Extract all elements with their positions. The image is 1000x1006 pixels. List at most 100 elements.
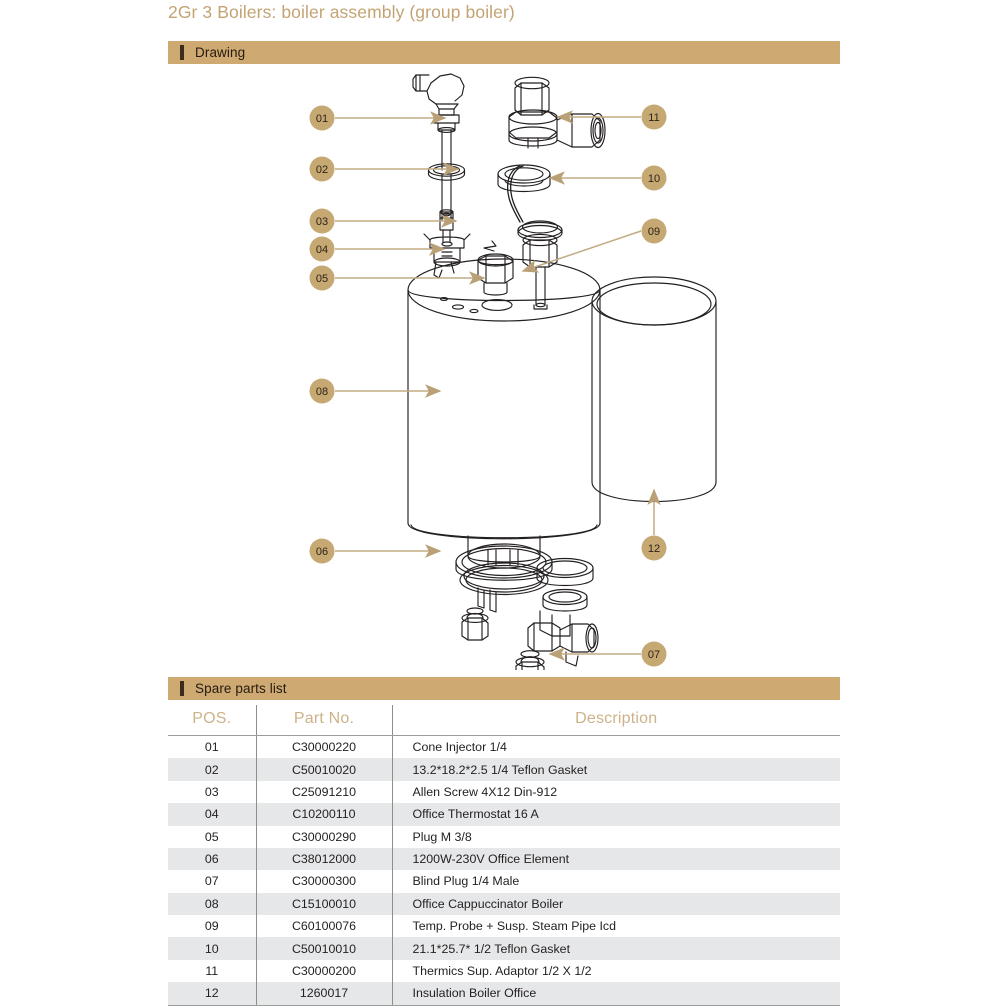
callout-10: 10 bbox=[548, 165, 667, 191]
callout-label: 10 bbox=[648, 173, 660, 185]
callout-bubble bbox=[641, 165, 667, 191]
cell-pos: 08 bbox=[168, 892, 257, 915]
cell-part-no: C30000300 bbox=[256, 870, 393, 893]
cell-part-no: C25091210 bbox=[256, 780, 393, 804]
callout-label: 01 bbox=[316, 113, 328, 125]
callout-label: 09 bbox=[648, 226, 660, 238]
callout-group: 01 02 03 04 05 06 07 08 09 10 11 12 bbox=[309, 104, 667, 667]
callout-label: 04 bbox=[316, 244, 328, 256]
cell-description: Allen Screw 4X12 Din-912 bbox=[412, 784, 558, 799]
boiler-line-art bbox=[407, 73, 717, 670]
callout-bubble bbox=[641, 641, 667, 667]
cell-pos: 11 bbox=[168, 959, 257, 983]
cell-pos: 12 bbox=[168, 982, 257, 1006]
table-header: POS. Part No. Description bbox=[168, 705, 840, 736]
callout-label: 06 bbox=[316, 546, 328, 558]
drawing-section-label: Drawing bbox=[195, 45, 246, 60]
cell-description: 21.1*25.7* 1/2 Teflon Gasket bbox=[392, 937, 840, 960]
callout-bubble bbox=[309, 105, 335, 131]
callout-bubble bbox=[641, 535, 667, 561]
cell-pos: 06 bbox=[168, 847, 257, 871]
callout-02: 02 bbox=[309, 156, 460, 182]
cell-pos: 07 bbox=[168, 870, 257, 893]
cell-description: Office Cappuccinator Boiler bbox=[392, 892, 840, 915]
exploded-drawing: 01 02 03 04 05 06 07 08 09 10 11 12 bbox=[168, 70, 840, 670]
parts-section-header: Spare parts list bbox=[168, 677, 840, 700]
callout-label: 11 bbox=[648, 112, 659, 124]
cell-pos: 03 bbox=[168, 780, 257, 804]
callout-07: 07 bbox=[548, 641, 667, 667]
callout-01: 01 bbox=[309, 105, 447, 131]
cell-part-no: C15100010 bbox=[256, 892, 393, 915]
cell-description: Thermics Sup. Adaptor 1/2 X 1/2 bbox=[412, 963, 592, 978]
callout-label: 07 bbox=[648, 649, 660, 661]
cell-description: Blind Plug 1/4 Male bbox=[412, 874, 520, 889]
callout-11: 11 bbox=[556, 104, 667, 130]
callout-bubble bbox=[309, 208, 335, 234]
cell-pos: 05 bbox=[168, 825, 257, 848]
callout-bubble bbox=[309, 538, 335, 564]
parts-section-label: Spare parts list bbox=[195, 681, 287, 696]
cell-part-no: C30000220 bbox=[256, 735, 393, 759]
cell-description: Cone Injector 1/4 bbox=[412, 740, 507, 755]
cell-part-no: C30000290 bbox=[256, 825, 393, 848]
cell-pos: 04 bbox=[168, 803, 257, 826]
cell-pos: 09 bbox=[168, 915, 257, 938]
callout-label: 05 bbox=[316, 273, 328, 285]
cell-description: Temp. Probe + Susp. Steam Pipe Icd bbox=[412, 919, 617, 934]
callout-bubble bbox=[309, 236, 335, 262]
cell-description: 1200W-230V Office Element bbox=[392, 847, 840, 871]
page-title: 2Gr 3 Boilers: boiler assembly (group bo… bbox=[168, 2, 515, 22]
callout-bubble bbox=[641, 218, 667, 244]
callout-09: 09 bbox=[521, 218, 667, 273]
callout-bubble bbox=[309, 378, 335, 404]
callout-label: 02 bbox=[316, 164, 328, 176]
cell-pos: 01 bbox=[168, 735, 257, 759]
callout-05: 05 bbox=[309, 265, 486, 291]
cell-description: Insulation Boiler Office bbox=[392, 982, 840, 1006]
section-tick-icon bbox=[180, 45, 184, 60]
cell-description: 13.2*18.2*2.5 1/4 Teflon Gasket bbox=[392, 758, 840, 781]
cell-part-no: C30000200 bbox=[256, 959, 393, 983]
cell-description: Office Thermostat 16 A bbox=[392, 803, 840, 826]
cell-pos: 02 bbox=[168, 758, 257, 781]
cell-part-no: 1260017 bbox=[256, 982, 393, 1006]
cell-part-no: C10200110 bbox=[256, 803, 393, 826]
callout-label: 03 bbox=[316, 216, 328, 228]
cell-part-no: C50010020 bbox=[256, 758, 393, 781]
callout-label: 08 bbox=[316, 386, 328, 398]
cell-pos: 10 bbox=[168, 937, 257, 960]
callout-03: 03 bbox=[309, 208, 458, 234]
cell-part-no: C38012000 bbox=[256, 847, 393, 871]
cell-part-no: C50010010 bbox=[256, 937, 393, 960]
cell-description: Plug M 3/8 bbox=[412, 829, 472, 844]
callout-04: 04 bbox=[309, 236, 446, 262]
table-header-row: POS. Part No. Description bbox=[168, 705, 840, 736]
section-tick-icon bbox=[180, 681, 184, 696]
drawing-section-header: Drawing bbox=[168, 41, 840, 64]
column-header-description: Description bbox=[392, 705, 840, 736]
callout-08: 08 bbox=[309, 378, 442, 404]
callout-12: 12 bbox=[641, 488, 667, 561]
column-header-pos: POS. bbox=[168, 705, 257, 736]
column-header-part-no: Part No. bbox=[256, 705, 393, 736]
callout-bubble bbox=[309, 156, 335, 182]
callout-bubble bbox=[641, 104, 667, 130]
callout-label: 12 bbox=[648, 543, 660, 555]
callout-bubble bbox=[309, 265, 335, 291]
